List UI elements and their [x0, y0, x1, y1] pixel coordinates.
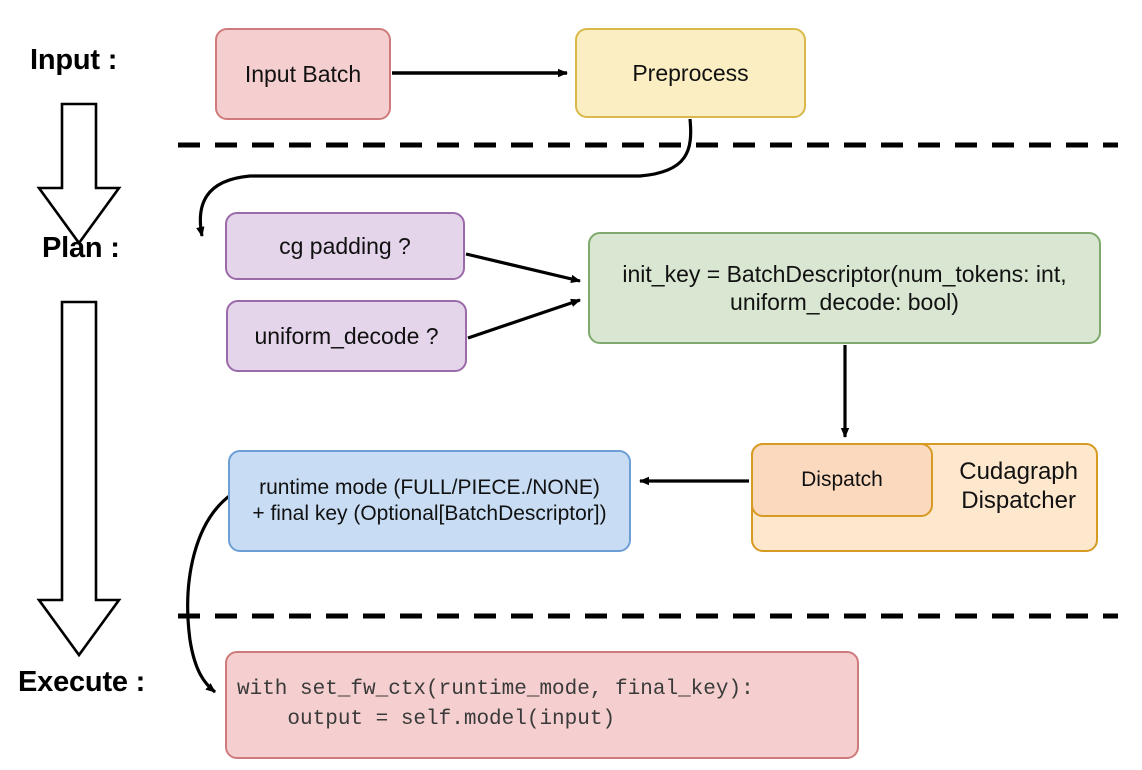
- node-preprocess[interactable]: Preprocess: [575, 28, 806, 118]
- node-runtime-mode-line2: + final key (Optional[BatchDescriptor]): [252, 502, 607, 525]
- node-runtime-mode-line1: runtime mode (FULL/PIECE./NONE): [259, 476, 600, 500]
- node-preprocess-label: Preprocess: [632, 59, 749, 86]
- node-init-key-line2: uniform_decode: bool): [730, 289, 959, 315]
- stage-label-execute: Execute :: [18, 666, 146, 698]
- runtime-mode-to-code-block-arrow: [186, 492, 233, 694]
- node-init-key[interactable]: init_key = BatchDescriptor(num_tokens: i…: [588, 232, 1101, 344]
- stage-label-input: Input :: [30, 44, 118, 76]
- node-init-key-line1: init_key = BatchDescriptor(num_tokens: i…: [622, 260, 1067, 287]
- input-to-plan-block-arrow: [36, 102, 122, 246]
- node-code-block-line1: with set_fw_ctx(runtime_mode, final_key)…: [237, 677, 754, 701]
- node-uniform-decode[interactable]: uniform_decode ?: [226, 300, 467, 372]
- node-runtime-mode-text: runtime mode (FULL/PIECE./NONE) + final …: [252, 475, 606, 526]
- plan-to-execute-block-arrow: [36, 300, 122, 658]
- node-dispatch-label: Dispatch: [801, 468, 883, 492]
- uniform-decode-to-init-key-arrow: [467, 298, 581, 340]
- node-input-batch-label: Input Batch: [244, 60, 362, 87]
- node-uniform-decode-label: uniform_decode ?: [254, 322, 439, 349]
- cg-padding-to-init-key-arrow: [465, 252, 581, 284]
- preprocess-to-cg-padding-arrow: [196, 118, 693, 237]
- node-dispatch[interactable]: Dispatch: [751, 443, 933, 517]
- node-code-block-line2: output = self.model(input): [237, 708, 616, 731]
- node-input-batch[interactable]: Input Batch: [215, 28, 391, 120]
- node-cudagraph-dispatcher-line1: Cudagraph: [959, 458, 1078, 485]
- stage-label-plan: Plan :: [42, 232, 120, 264]
- node-code-block-text: with set_fw_ctx(runtime_mode, final_key)…: [237, 675, 754, 736]
- node-runtime-mode[interactable]: runtime mode (FULL/PIECE./NONE) + final …: [228, 450, 631, 552]
- node-cudagraph-dispatcher-text: Cudagraph Dispatcher: [959, 457, 1078, 516]
- node-init-key-text: init_key = BatchDescriptor(num_tokens: i…: [622, 260, 1066, 316]
- node-cudagraph-dispatcher-line2: Dispatcher: [961, 487, 1076, 515]
- node-code-block[interactable]: with set_fw_ctx(runtime_mode, final_key)…: [225, 651, 859, 759]
- node-cg-padding-label: cg padding ?: [279, 232, 411, 259]
- node-cg-padding[interactable]: cg padding ?: [225, 212, 465, 280]
